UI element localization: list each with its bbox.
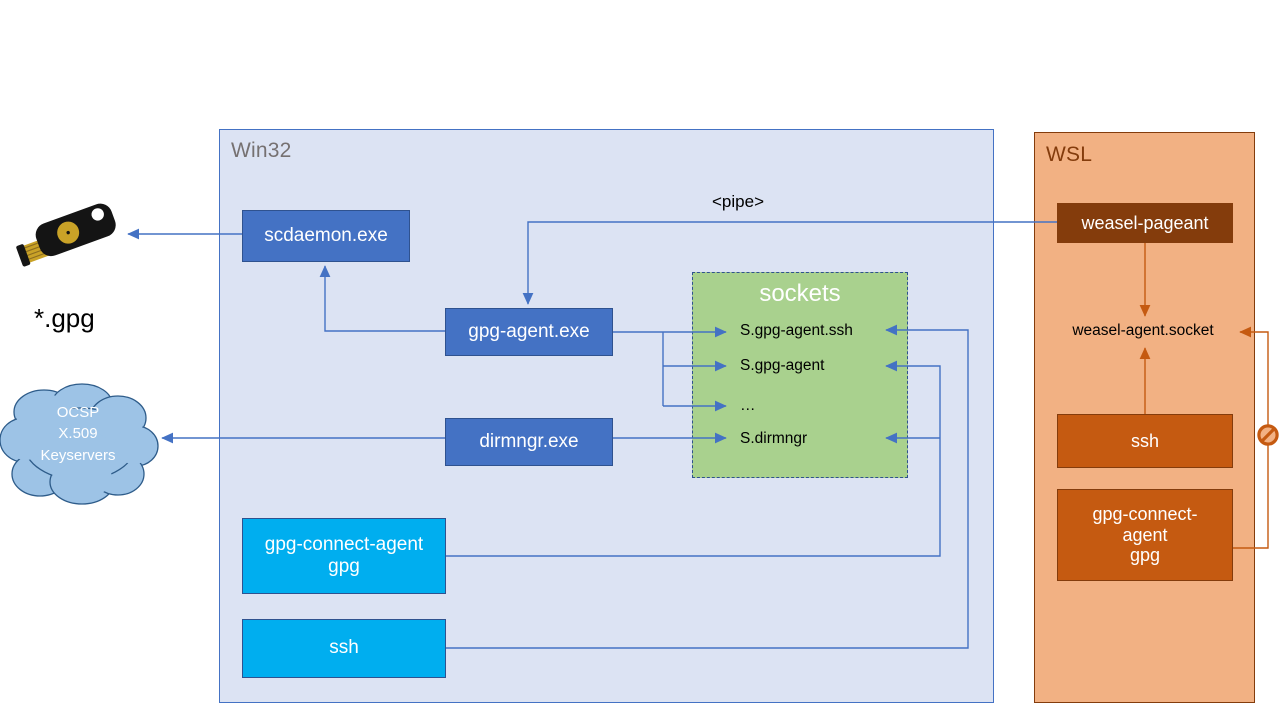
sockets-group-title: sockets [759, 280, 841, 307]
pipe-connector-label: <pipe> [712, 192, 764, 211]
socket-item-s-gpg-agent-ssh: S.gpg-agent.ssh [740, 322, 853, 339]
socket-item-ellipsis: … [740, 397, 756, 414]
gpg-file-label: *.gpg [34, 303, 95, 333]
process-box-ssh-wsl[interactable]: ssh [1057, 414, 1233, 468]
no-entry-icon [1257, 424, 1279, 446]
process-box-gpg-agent[interactable]: gpg-agent.exe [445, 308, 613, 356]
cloud-label: OCSP X.509 Keyservers [40, 404, 116, 464]
process-box-weasel-pageant[interactable]: weasel-pageant [1057, 203, 1233, 243]
process-box-ssh-win32[interactable]: ssh [242, 619, 446, 678]
cloud-icon [0, 382, 160, 507]
process-box-gpg-connect-agent-wsl[interactable]: gpg-connect- agent gpg [1057, 489, 1233, 581]
yubikey-icon [12, 196, 124, 281]
socket-item-s-gpg-agent: S.gpg-agent [740, 357, 825, 374]
win32-panel-title: Win32 [231, 139, 292, 162]
process-box-gpg-connect-agent-win32[interactable]: gpg-connect-agent gpg [242, 518, 446, 594]
process-box-dirmngr[interactable]: dirmngr.exe [445, 418, 613, 466]
process-box-scdaemon[interactable]: scdaemon.exe [242, 210, 410, 262]
wsl-panel-title: WSL [1046, 143, 1093, 166]
weasel-agent-socket-label: weasel-agent.socket [1072, 322, 1214, 339]
socket-item-s-dirmngr: S.dirmngr [740, 430, 808, 447]
